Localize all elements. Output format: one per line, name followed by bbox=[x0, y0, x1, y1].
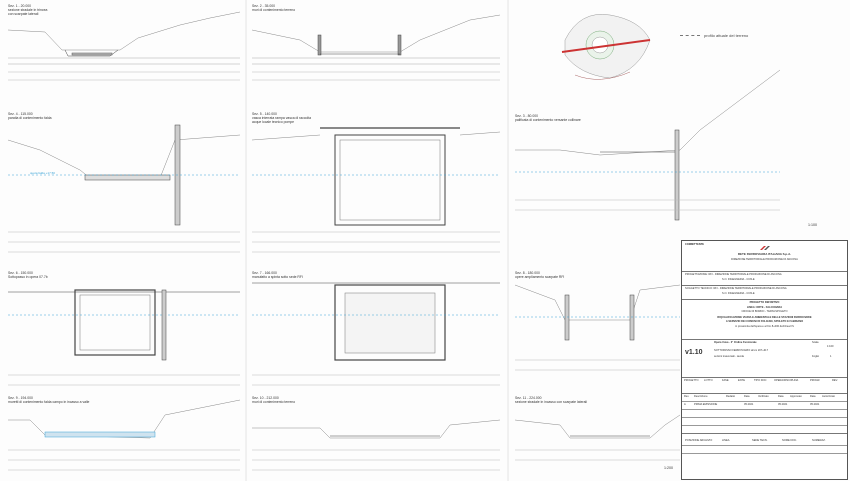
dashed-line-icon bbox=[680, 35, 700, 37]
revision-table: Rev. Descrizione Redatto Data Verificato… bbox=[682, 393, 847, 434]
legend: profilo attuale del terreno bbox=[680, 33, 748, 38]
rfi-logo-icon bbox=[760, 246, 770, 250]
soggetto-box: SOGGETTO TECNICO: RFI - DIREZIONE TERRIT… bbox=[682, 285, 847, 300]
project-box: PROGETTO DEFINITIVO LINEA: ORTE - FALCON… bbox=[682, 299, 847, 340]
opera-box: v1.10 Opera Cava - 2° Ordine Funzionale … bbox=[682, 339, 847, 378]
falda-label: quota falda +17,50 bbox=[30, 171, 55, 175]
archive-box: POSIZIONE ARCHIVIO LINEA SEDE TECN. NOME… bbox=[682, 433, 847, 479]
revision-label: v1.10 bbox=[685, 349, 703, 356]
title-block: COMMITTENTE RETE FERROVIARIA ITALIANA S.… bbox=[681, 240, 848, 480]
scale-upper: 1:100 bbox=[808, 223, 817, 227]
progettazione-box: PROGETTAZIONE: RFI - DIREZIONE TERRITORI… bbox=[682, 271, 847, 286]
doc-code-box: PROGETTO LOTTO FASE ENTE TIPO DOC OPERA/… bbox=[682, 377, 847, 394]
legend-label: profilo attuale del terreno bbox=[704, 33, 749, 38]
committente-box: COMMITTENTE RETE FERROVIARIA ITALIANA S.… bbox=[682, 241, 847, 272]
scale-lower: 1:200 bbox=[664, 466, 673, 470]
